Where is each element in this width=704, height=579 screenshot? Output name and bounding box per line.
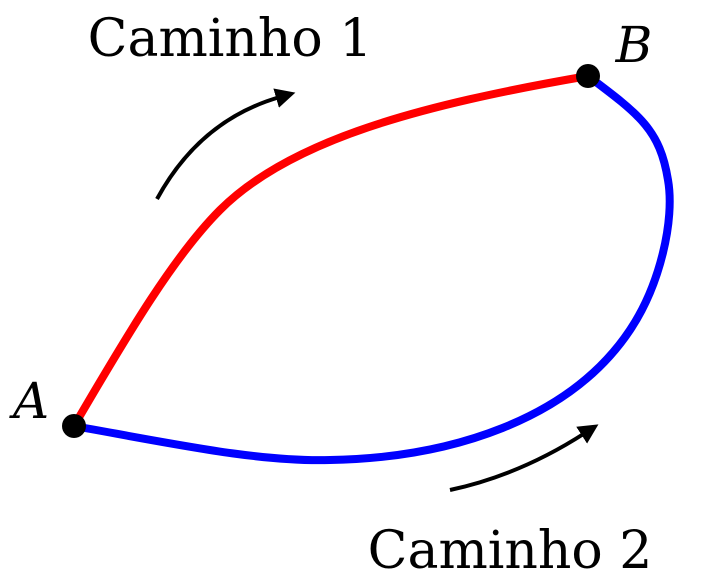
path-2-label: Caminho 2 [368, 521, 653, 579]
point-b-marker [576, 64, 600, 88]
path-2-curve [70, 72, 674, 465]
path-1-curve [70, 72, 592, 430]
point-a-label: A [9, 372, 49, 430]
path-2-direction-arrow [449, 424, 599, 492]
point-b-label: B [615, 16, 653, 74]
point-a-marker [62, 414, 86, 438]
path-1-direction-arrow [155, 88, 296, 200]
path-1-label: Caminho 1 [88, 9, 373, 69]
